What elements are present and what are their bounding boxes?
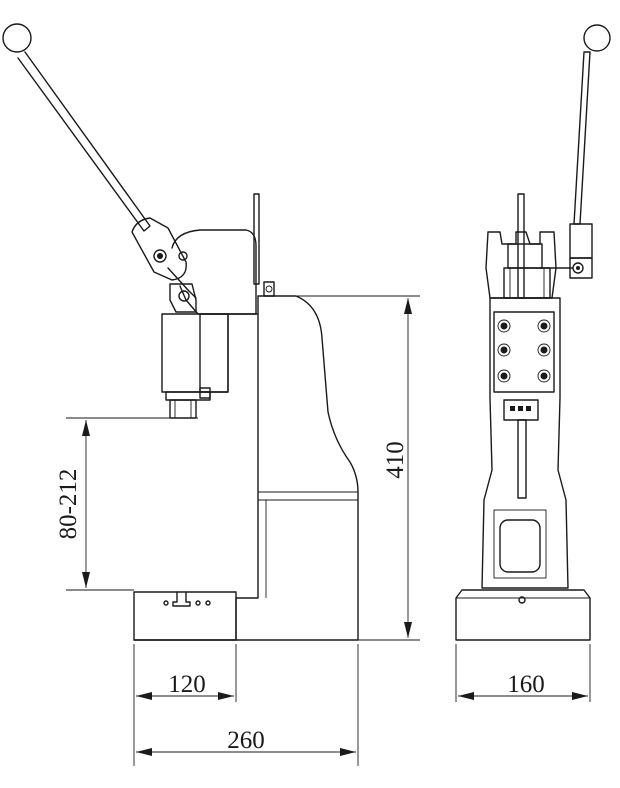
side-view <box>455 24 611 641</box>
dim-label-height: 410 <box>382 441 409 479</box>
side-body <box>481 297 569 589</box>
front-frame <box>227 295 359 641</box>
dim-label-stroke: 80-212 <box>55 469 82 540</box>
side-lever <box>539 24 611 279</box>
front-ram-housing <box>161 313 229 419</box>
dim-label-base-width: 260 <box>227 727 265 754</box>
side-base <box>455 589 591 641</box>
front-head <box>169 193 275 315</box>
front-lever <box>2 23 197 299</box>
dim-label-side-width: 160 <box>507 671 545 698</box>
dimension-lines: 80-212 410 120 260 160 <box>55 295 591 766</box>
front-view <box>2 23 359 641</box>
dim-label-base-depth: 120 <box>168 671 206 698</box>
side-head <box>485 193 557 299</box>
front-base <box>133 591 359 641</box>
